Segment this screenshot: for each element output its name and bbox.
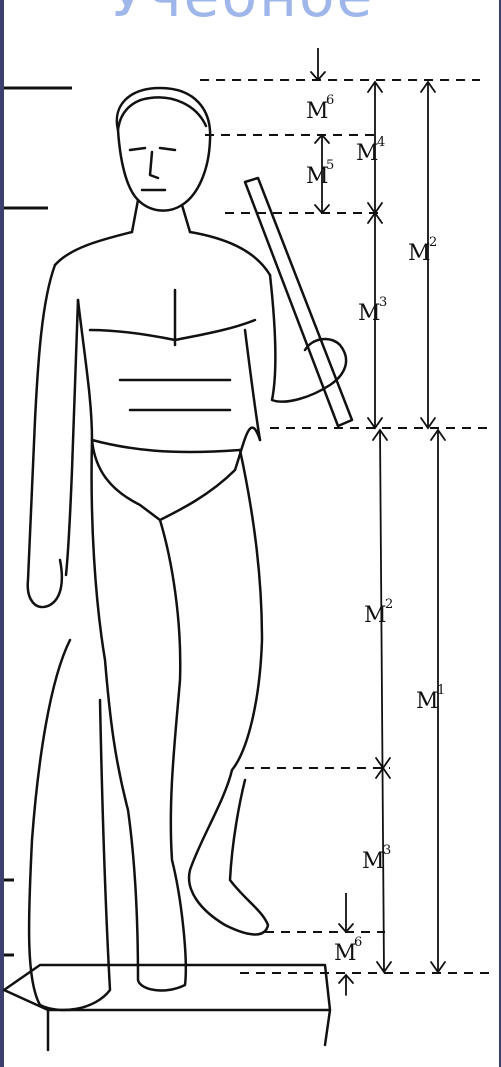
label-m6-top-sup: 6 [326, 93, 334, 108]
label-m5-sup: 5 [326, 158, 334, 173]
stick [245, 178, 352, 426]
label-m3-low-base: M [362, 849, 385, 874]
label-m2-top-sup: 2 [429, 235, 437, 250]
label-m2-top-base: M [408, 241, 431, 266]
label-m6-bottom-sup: 6 [354, 935, 362, 950]
hip-line [92, 440, 240, 452]
neck [132, 200, 190, 232]
label-m2-mid-base: M [364, 603, 387, 628]
label-m4-base: M [356, 141, 379, 166]
hair [118, 97, 206, 130]
chest-lines [90, 290, 255, 410]
right-leg [189, 450, 268, 934]
label-m3-torso-sup: 3 [379, 295, 387, 310]
label-m4-sup: 4 [377, 135, 385, 150]
measure-line-lower [380, 430, 384, 972]
label-m1-sup: 1 [437, 683, 445, 698]
label-m2-mid-sup: 2 [385, 597, 393, 612]
plinth [4, 965, 330, 1050]
label-m3-low-sup: 3 [383, 843, 391, 858]
face-features [130, 148, 175, 190]
drapery-support [29, 640, 110, 1010]
left-arm [28, 265, 78, 607]
label-m3-torso-base: M [358, 301, 381, 326]
label-m1-base: M [416, 689, 439, 714]
shoulders [55, 232, 270, 275]
right-arm [245, 275, 346, 440]
